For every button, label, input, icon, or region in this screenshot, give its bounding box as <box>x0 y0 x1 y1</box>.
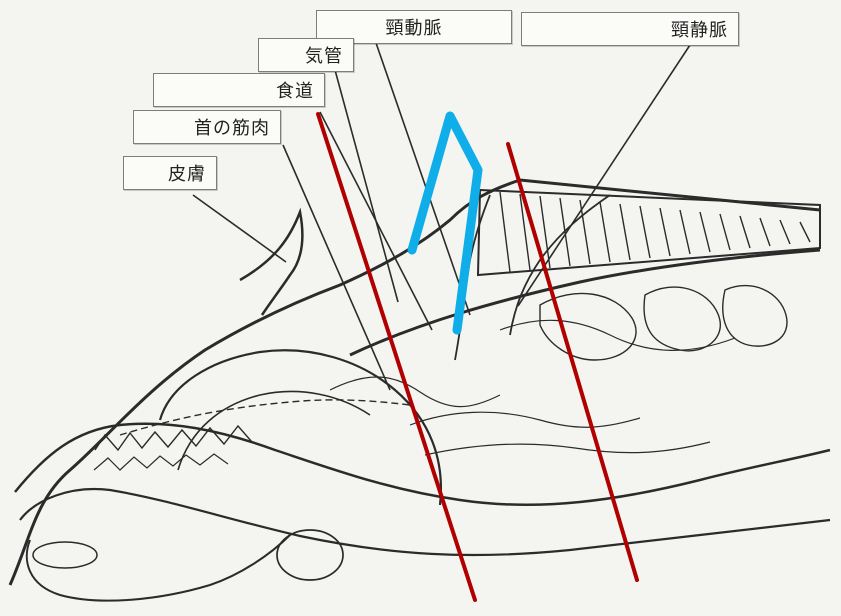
tooth-row-lower <box>94 454 228 470</box>
label-skin: 皮膚 <box>123 156 217 190</box>
skin-flap <box>240 212 302 315</box>
leader-carotid <box>375 40 470 315</box>
red-cut-line-right <box>508 144 637 580</box>
label-trachea: 気管 <box>258 38 354 72</box>
palate-line <box>120 400 410 435</box>
label-jugular-vein: 頸静脈 <box>521 12 739 46</box>
tooth-row-upper <box>95 426 252 450</box>
lower-jaw-outline <box>20 489 830 555</box>
label-esophagus: 食道 <box>153 73 325 107</box>
label-neck-muscle: 首の筋肉 <box>133 110 281 144</box>
red-cut-line-left <box>318 114 475 600</box>
nostril-outline <box>33 542 97 568</box>
leader-skin <box>193 195 286 262</box>
